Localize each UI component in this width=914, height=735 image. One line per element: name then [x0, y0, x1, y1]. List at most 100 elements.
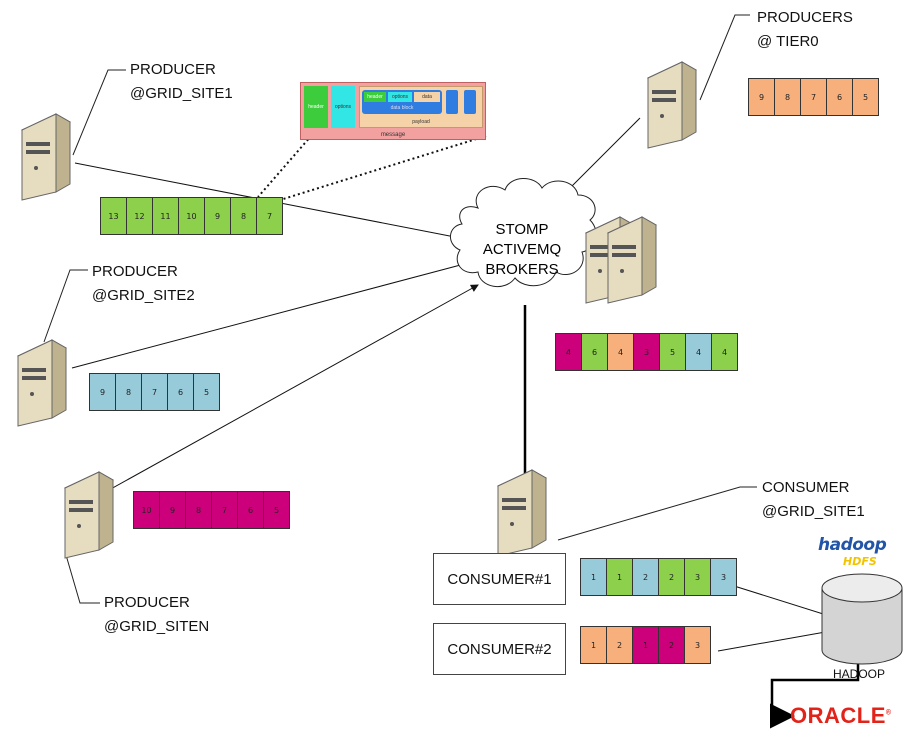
queue-message: 5 — [852, 78, 879, 116]
queue-message: 7 — [141, 373, 168, 411]
leader-tier0 — [699, 14, 750, 101]
broker-line: ACTIVEMQ — [482, 241, 562, 258]
broker-line: STOMP — [495, 221, 549, 238]
payload-label: payload — [412, 119, 430, 125]
queue-message: 1 — [580, 558, 607, 596]
queue-message: 6 — [826, 78, 853, 116]
leader-site2 — [43, 269, 88, 343]
queue-message: 3 — [684, 558, 711, 596]
msg-payload: header options data data block payload — [359, 86, 483, 128]
producer-site1-label: PRODUCER @GRID_SITE1 — [130, 60, 233, 104]
queue-message: 1 — [632, 626, 659, 664]
hadoop-label: HADOOP — [833, 667, 886, 681]
hadoop-logo: hadoop — [818, 535, 887, 555]
server-icon — [606, 216, 658, 304]
data-block-label: data block — [390, 105, 414, 111]
server-icon — [646, 61, 698, 149]
label-line: PRODUCER — [130, 61, 216, 78]
server-icon — [496, 469, 548, 557]
inner-data: data — [414, 92, 440, 102]
message-label: message — [380, 132, 406, 138]
producer-tier0-label: PRODUCERS @ TIER0 — [757, 8, 853, 52]
consumer2-box: CONSUMER#2 — [433, 623, 566, 675]
queue-message: 3 — [633, 333, 660, 371]
msg-options: options — [331, 86, 355, 128]
inner-options: options — [388, 92, 412, 102]
queue-message: 6 — [237, 491, 264, 529]
producer-site2-label: PRODUCER @GRID_SITE2 — [92, 262, 195, 306]
queue-message: 3 — [684, 626, 711, 664]
arrow-tier0-broker — [564, 117, 641, 194]
queue-message: 7 — [211, 491, 238, 529]
queue-message: 9 — [159, 491, 186, 529]
queue-message: 5 — [193, 373, 220, 411]
broker-cloud — [450, 178, 597, 287]
label-line: @GRID_SITE1 — [762, 503, 865, 520]
label-line: @GRID_SITEN — [104, 618, 210, 635]
queue-message: 4 — [711, 333, 738, 371]
arrow-site2-broker — [71, 260, 469, 369]
producer-siten-label: PRODUCER @GRID_SITEN — [104, 593, 209, 637]
queue-message: 12 — [126, 197, 153, 235]
queue-message: 8 — [115, 373, 142, 411]
queue-message: 5 — [659, 333, 686, 371]
label-line: PRODUCERS — [757, 9, 853, 26]
queue-message: 3 — [710, 558, 737, 596]
leader-consumer — [557, 486, 757, 541]
queue-message: 4 — [607, 333, 634, 371]
queue-message: 8 — [230, 197, 257, 235]
queue-message: 6 — [167, 373, 194, 411]
server-icon — [20, 113, 72, 201]
server-icon — [63, 471, 115, 559]
queue-message: 11 — [152, 197, 179, 235]
queue-message: 2 — [632, 558, 659, 596]
consumer-host-label: CONSUMER @GRID_SITE1 — [762, 478, 865, 522]
queue-message: 1 — [606, 558, 633, 596]
queue-message: 7 — [800, 78, 827, 116]
leader-site1 — [72, 69, 126, 156]
server-icon — [16, 339, 68, 427]
oracle-logo: ORACLE® — [790, 703, 892, 729]
queue-message: 2 — [658, 626, 685, 664]
queue-message: 9 — [748, 78, 775, 116]
queue-message: 1 — [580, 626, 607, 664]
queue-message: 6 — [581, 333, 608, 371]
label-line: PRODUCER — [92, 263, 178, 280]
broker-line: BROKERS — [485, 261, 559, 278]
label-line: PRODUCER — [104, 594, 190, 611]
oracle-wordmark: ORACLE — [790, 703, 886, 728]
payload-block-b — [464, 90, 476, 114]
message-structure: header options header options data data … — [300, 82, 486, 140]
arrow-siten-broker — [99, 284, 479, 496]
queue-message: 8 — [774, 78, 801, 116]
msg-data-block: header options data data block — [362, 90, 442, 114]
dotted-right — [279, 135, 487, 201]
label-line: @ TIER0 — [757, 33, 819, 50]
queue-message: 2 — [658, 558, 685, 596]
payload-block-a — [446, 90, 458, 114]
broker-label: STOMP ACTIVEMQ BROKERS — [462, 220, 582, 280]
label-line: @GRID_SITE2 — [92, 287, 195, 304]
queue-message: 9 — [204, 197, 231, 235]
queue-message: 10 — [133, 491, 160, 529]
queue-message: 7 — [256, 197, 283, 235]
inner-header: header — [364, 92, 386, 102]
hadoop-cylinder — [821, 573, 903, 665]
queue-message: 10 — [178, 197, 205, 235]
queue-message: 13 — [100, 197, 127, 235]
label-line: @GRID_SITE1 — [130, 85, 233, 102]
msg-header: header — [304, 86, 328, 128]
queue-message: 4 — [555, 333, 582, 371]
consumer1-box: CONSUMER#1 — [433, 553, 566, 605]
queue-message: 9 — [89, 373, 116, 411]
queue-message: 2 — [606, 626, 633, 664]
oracle-registered-mark: ® — [885, 709, 892, 717]
leader-siten — [65, 554, 100, 604]
label-line: CONSUMER — [762, 479, 850, 496]
hdfs-label: HDFS — [843, 555, 877, 568]
queue-message: 4 — [685, 333, 712, 371]
queue-message: 8 — [185, 491, 212, 529]
queue-message: 5 — [263, 491, 290, 529]
